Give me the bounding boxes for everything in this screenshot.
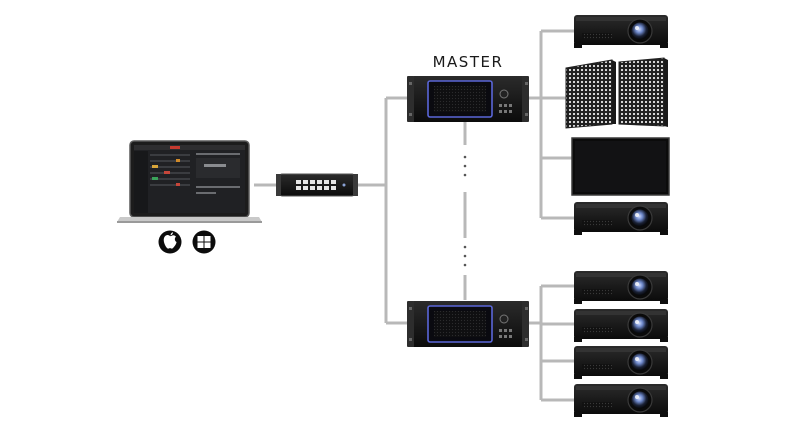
- ellipsis-lower: [463, 245, 467, 267]
- master-label: MASTER: [432, 53, 504, 71]
- projector-icon: [573, 308, 669, 343]
- apple-icon: [158, 230, 182, 254]
- server-link: [463, 120, 467, 300]
- windows-icon: [192, 230, 216, 254]
- laptop-icon: [117, 140, 262, 223]
- display-monitor-icon: [571, 137, 670, 196]
- projector-icon: [573, 14, 669, 49]
- projector-icon: [573, 345, 669, 380]
- projector-icon: [573, 383, 669, 418]
- ellipsis-upper: [463, 155, 467, 177]
- network-switch-icon: [276, 173, 358, 197]
- projector-icon: [573, 270, 669, 305]
- media-server-2: [406, 300, 530, 348]
- projector-icon: [573, 201, 669, 236]
- media-server-master: [406, 75, 530, 123]
- led-wall-icon: [565, 57, 668, 129]
